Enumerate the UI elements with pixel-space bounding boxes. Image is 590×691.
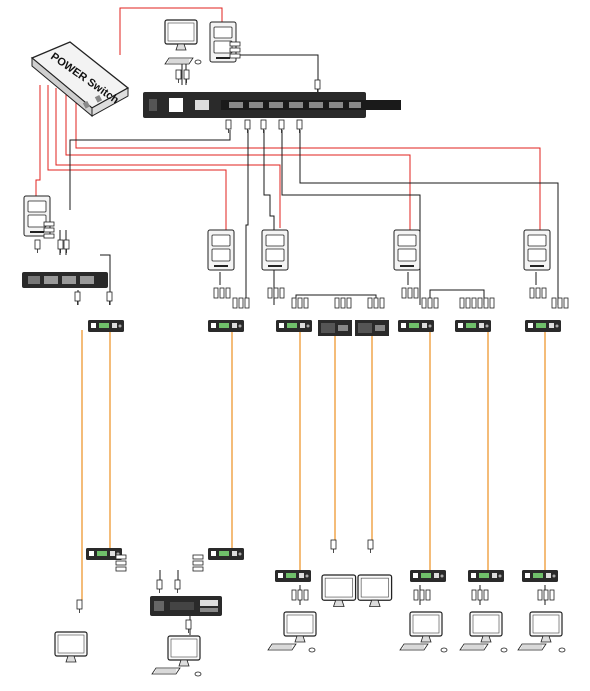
monitor-icon (164, 19, 198, 51)
power-switch: POWER Switch (30, 41, 130, 118)
kvm-switch-icon (150, 596, 222, 616)
extender-unit-icon (525, 320, 561, 332)
left-workstation (22, 195, 124, 332)
connector-icon (175, 69, 182, 84)
connector-icon (34, 239, 41, 254)
pc-tower-icon (207, 229, 235, 271)
monitor-icon (167, 635, 201, 667)
extender-unit-icon (276, 320, 312, 332)
monitor-icon (529, 611, 563, 643)
extender-unit-icon (275, 570, 311, 582)
monitor-icon (283, 611, 317, 643)
pc-tower-icon (523, 229, 551, 271)
transmitter-row (208, 320, 561, 336)
mouse-icon (308, 647, 316, 653)
mouse-icon (558, 647, 566, 653)
connector-icon (43, 221, 55, 239)
keyboard-icon (267, 643, 297, 651)
connector-icon (314, 79, 321, 94)
extender-unit-icon (318, 320, 352, 336)
pc-tower-icon (393, 229, 421, 271)
mouse-icon (440, 647, 448, 653)
mouse-icon (500, 647, 508, 653)
keyboard-icon (151, 667, 181, 675)
extender-unit-icon (355, 320, 389, 336)
keyboard-icon (164, 57, 194, 65)
connector-icon (63, 239, 70, 254)
connector-icon (57, 239, 64, 254)
pc-row (207, 229, 551, 271)
extender-unit-icon (522, 570, 558, 582)
connector-icon (229, 41, 241, 59)
extender-unit-icon (398, 320, 434, 332)
monitor-icon (321, 574, 357, 608)
monitor-icon (357, 574, 393, 608)
extender-lines (81, 330, 546, 600)
extender-unit-icon (468, 570, 504, 582)
bottom-workstations (54, 574, 566, 677)
connector-icon (183, 69, 190, 84)
power-lines (35, 7, 541, 232)
extender-unit-icon (410, 570, 446, 582)
keyboard-icon (399, 643, 429, 651)
kvm-switch-icon (143, 92, 401, 118)
extender-unit-icon (88, 320, 124, 332)
keyboard-icon (459, 643, 489, 651)
mouse-icon (194, 59, 202, 65)
keyboard-icon (517, 643, 547, 651)
connector-icon (74, 291, 81, 306)
extender-unit-icon (208, 548, 244, 560)
mouse-icon (194, 671, 202, 677)
top-workstation (164, 19, 321, 94)
connector-icon (106, 291, 113, 306)
signal-lines (59, 54, 559, 635)
kvm-switch-icon (22, 272, 108, 288)
extender-unit-icon (208, 320, 244, 332)
monitor-icon (409, 611, 443, 643)
monitor-icon (54, 631, 88, 663)
monitor-icon (469, 611, 503, 643)
pc-connectors (213, 287, 569, 309)
extender-unit-icon (455, 320, 491, 332)
pc-tower-icon (261, 229, 289, 271)
